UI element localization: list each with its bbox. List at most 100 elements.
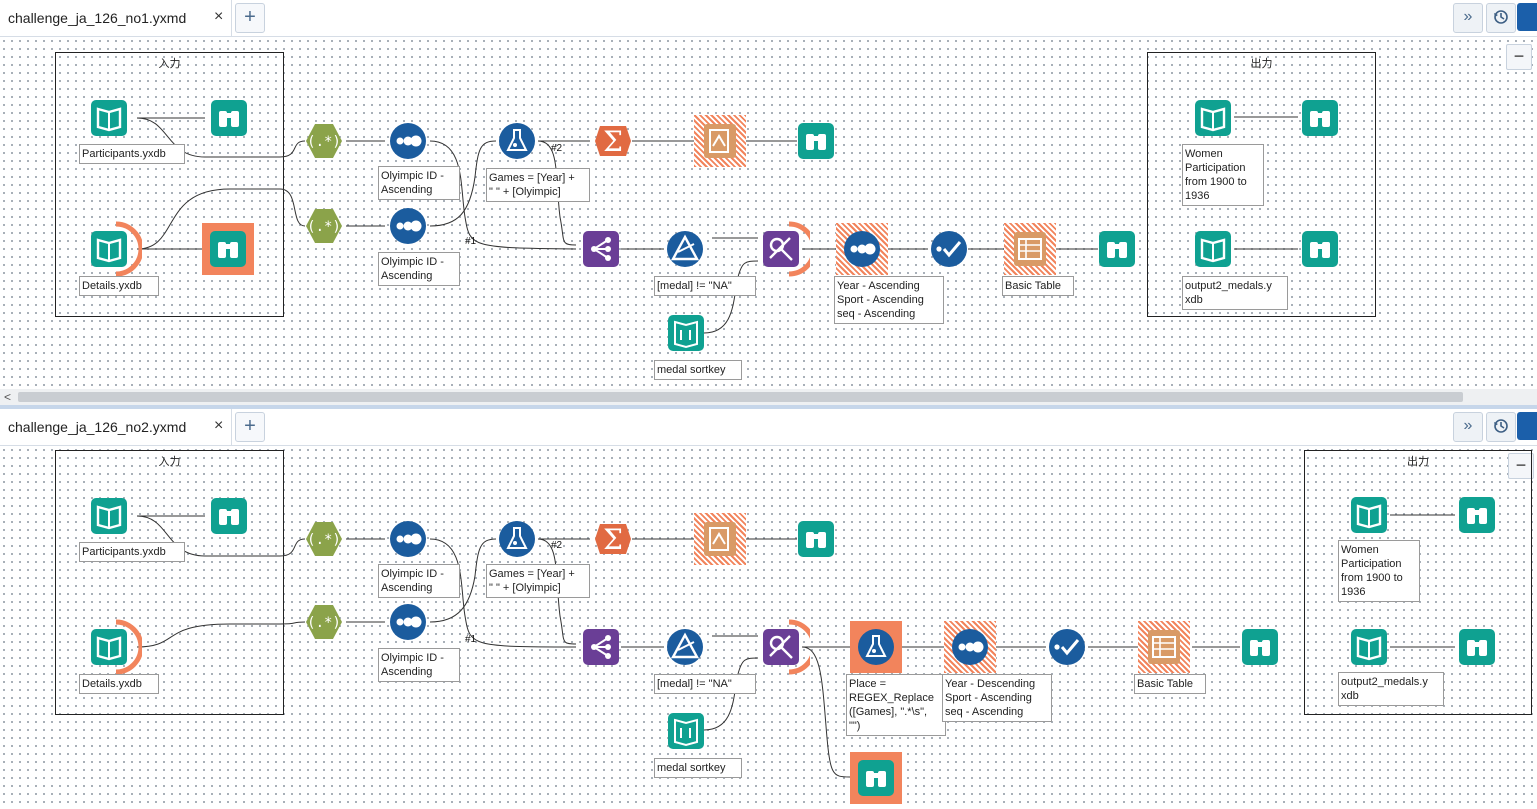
regex-tool[interactable]: (.*) xyxy=(305,207,343,245)
join-multiple-tool[interactable] xyxy=(582,628,620,666)
browse-tool-selected[interactable] xyxy=(202,223,254,275)
zoom-out-button[interactable]: − xyxy=(1506,44,1532,70)
browse-tool[interactable] xyxy=(797,122,835,160)
browse-icon xyxy=(1459,497,1495,533)
report-tool-selected[interactable] xyxy=(694,115,746,167)
browse-tool[interactable] xyxy=(1301,99,1339,137)
scrollbar-thumb[interactable] xyxy=(18,392,1463,402)
sort-tool-selected[interactable] xyxy=(944,621,996,673)
tab-bar: challenge_ja_126_no1.yxmd × + » xyxy=(0,0,1537,37)
summarize-tool[interactable]: Σ xyxy=(594,122,632,160)
run-button[interactable] xyxy=(1517,412,1537,440)
tool-annotation: Year - Ascending Sport - Ascending seq -… xyxy=(834,276,944,324)
wire-label-2: #2 xyxy=(551,143,563,154)
summarize-tool[interactable]: Σ xyxy=(594,520,632,558)
browse-tool[interactable] xyxy=(210,99,248,137)
history-button[interactable] xyxy=(1486,412,1516,442)
output-highlight-arc xyxy=(115,221,142,277)
pane-splitter[interactable] xyxy=(0,405,1537,409)
output-data-tool[interactable] xyxy=(1350,628,1388,666)
workflow-pane-1: challenge_ja_126_no1.yxmd × + » − 入力 出力 xyxy=(0,0,1537,405)
scroll-left-arrow[interactable]: < xyxy=(4,390,12,404)
browse-tool[interactable] xyxy=(1458,496,1496,534)
expand-button[interactable]: » xyxy=(1453,3,1483,33)
filter-tool[interactable] xyxy=(666,628,704,666)
tab-title[interactable]: challenge_ja_126_no2.yxmd xyxy=(8,419,187,435)
filter-tool[interactable] xyxy=(666,230,704,268)
input-container[interactable]: 入力 xyxy=(55,52,284,317)
text-input-tool[interactable] xyxy=(667,314,705,352)
add-tab-button[interactable]: + xyxy=(235,412,265,442)
sort-icon xyxy=(390,604,426,640)
sort-tool[interactable] xyxy=(389,207,427,245)
tab-title[interactable]: challenge_ja_126_no1.yxmd xyxy=(8,10,187,26)
browse-icon xyxy=(1242,629,1278,665)
container-title: 入力 xyxy=(158,58,181,70)
workflow-canvas[interactable]: − 入力 出力 xyxy=(0,37,1537,389)
sort-tool-selected[interactable] xyxy=(836,223,888,275)
text-input-tool[interactable] xyxy=(667,712,705,750)
horizontal-scrollbar[interactable]: < xyxy=(0,389,1537,405)
filter-icon xyxy=(667,629,703,665)
tool-annotation: medal sortkey xyxy=(654,360,742,380)
regex-tool[interactable]: (.*) xyxy=(305,122,343,160)
regex-tool[interactable]: (.*) xyxy=(305,603,343,641)
browse-tool[interactable] xyxy=(1098,230,1136,268)
select-records-tool[interactable] xyxy=(930,230,968,268)
sort-tool[interactable] xyxy=(389,520,427,558)
browse-tool[interactable] xyxy=(1458,628,1496,666)
regex-tool[interactable]: (.*) xyxy=(305,520,343,558)
basic-table-icon xyxy=(1148,630,1180,664)
browse-tool[interactable] xyxy=(797,520,835,558)
close-tab-button[interactable]: × xyxy=(214,8,224,25)
report-tool-selected[interactable] xyxy=(694,513,746,565)
input-data-icon xyxy=(91,498,127,534)
join-multiple-icon xyxy=(583,231,619,267)
svg-text:(.*): (.*) xyxy=(307,615,341,631)
find-replace-tool[interactable] xyxy=(762,628,800,666)
workflow-canvas[interactable]: − 入力 出力 xyxy=(0,446,1537,809)
input-data-tool[interactable] xyxy=(90,230,128,268)
run-button[interactable] xyxy=(1517,3,1537,31)
container-title: 出力 xyxy=(1250,58,1273,70)
basic-table-tool-selected[interactable] xyxy=(1138,621,1190,673)
join-multiple-tool[interactable] xyxy=(582,230,620,268)
browse-icon xyxy=(210,231,246,267)
output-data-tool[interactable] xyxy=(1194,230,1232,268)
browse-tool[interactable] xyxy=(1301,230,1339,268)
basic-table-icon xyxy=(1014,232,1046,266)
input-container[interactable]: 入力 xyxy=(55,450,284,715)
output-data-tool[interactable] xyxy=(1194,99,1232,137)
close-tab-button[interactable]: × xyxy=(214,417,224,434)
select-records-tool[interactable] xyxy=(1048,628,1086,666)
input-data-icon xyxy=(1351,497,1387,533)
zoom-out-button[interactable]: − xyxy=(1508,453,1534,479)
history-button[interactable] xyxy=(1486,3,1516,33)
output-data-tool[interactable] xyxy=(1350,496,1388,534)
report-icon xyxy=(704,124,736,158)
sort-tool[interactable] xyxy=(389,603,427,641)
join-multiple-icon xyxy=(583,629,619,665)
browse-tool-selected[interactable] xyxy=(850,752,902,804)
browse-tool[interactable] xyxy=(1241,628,1279,666)
basic-table-tool-selected[interactable] xyxy=(1004,223,1056,275)
input-data-tool[interactable] xyxy=(90,628,128,666)
tab-workflow-1[interactable]: challenge_ja_126_no1.yxmd × xyxy=(0,0,232,36)
svg-text:Σ: Σ xyxy=(603,125,623,158)
summarize-icon: Σ xyxy=(595,125,631,158)
add-tab-button[interactable]: + xyxy=(235,3,265,33)
tab-workflow-2[interactable]: challenge_ja_126_no2.yxmd × xyxy=(0,409,232,445)
expand-button[interactable]: » xyxy=(1453,412,1483,442)
find-replace-icon xyxy=(763,629,799,665)
output-container[interactable]: 出力 xyxy=(1147,52,1376,317)
find-replace-tool[interactable] xyxy=(762,230,800,268)
input-data-tool[interactable] xyxy=(90,99,128,137)
formula-tool[interactable] xyxy=(498,122,536,160)
formula-tool-selected[interactable] xyxy=(850,621,902,673)
sort-tool[interactable] xyxy=(389,122,427,160)
input-data-tool[interactable] xyxy=(90,497,128,535)
output-container[interactable]: 出力 xyxy=(1304,450,1532,715)
browse-tool[interactable] xyxy=(210,497,248,535)
tab-bar: challenge_ja_126_no2.yxmd × + » xyxy=(0,409,1537,446)
formula-tool[interactable] xyxy=(498,520,536,558)
